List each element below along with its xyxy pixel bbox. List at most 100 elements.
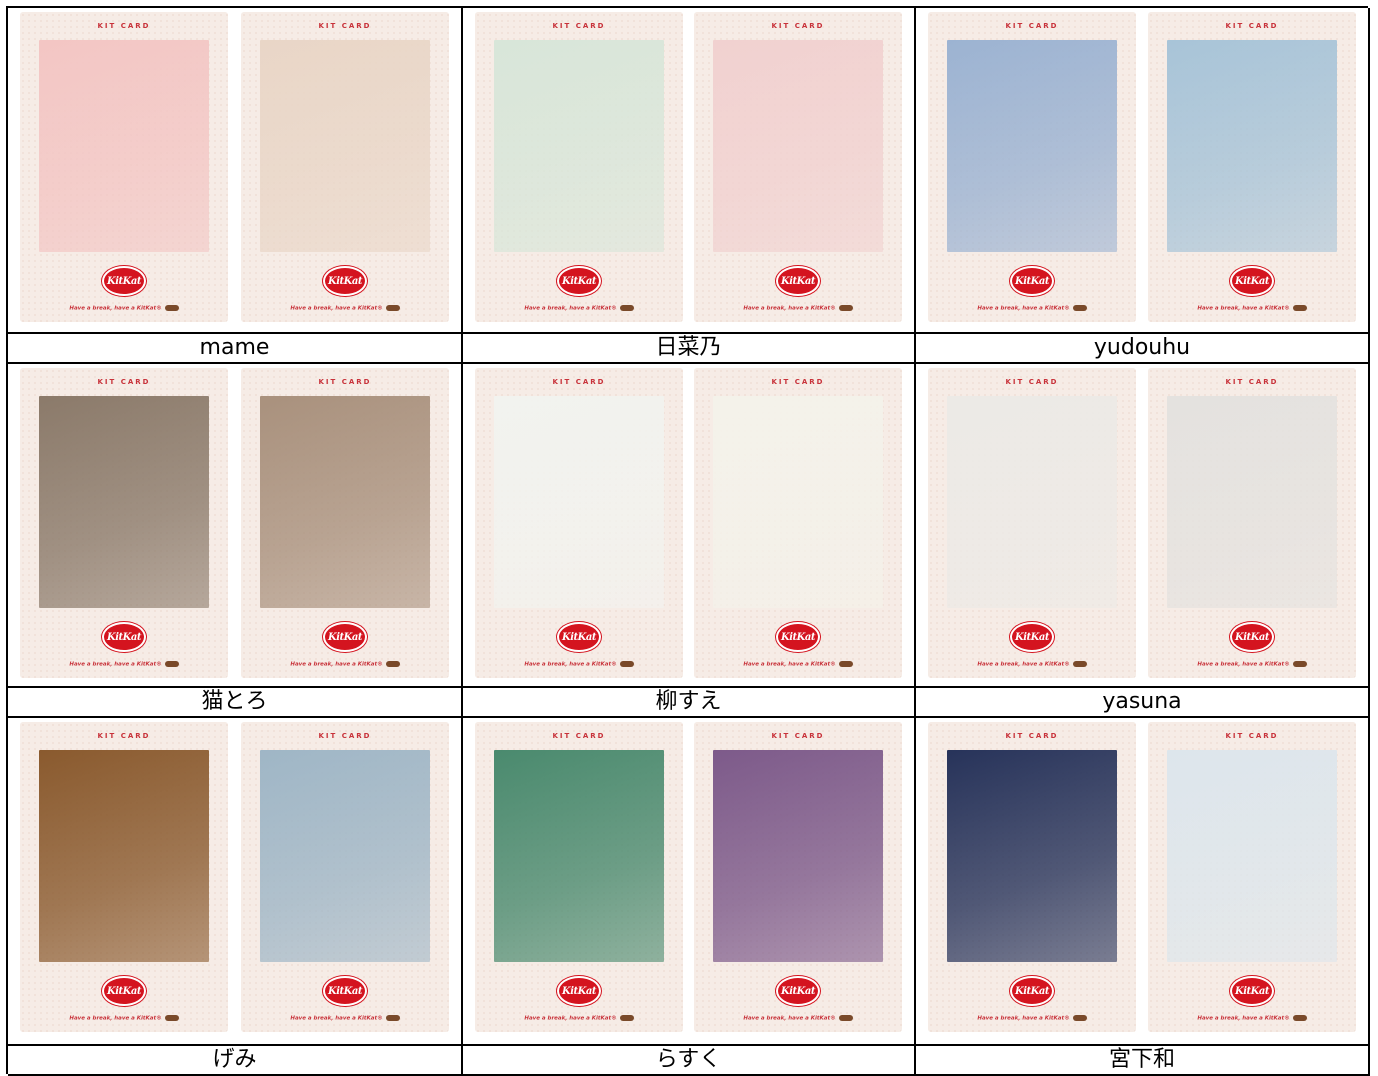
card-illustration [947,750,1117,962]
artist-name: 宮下和 [1108,1047,1175,1072]
kit-card-header: KIT CARD [552,22,606,30]
kitkat-logo-icon: KitKat [776,976,820,1006]
card-tagline: Have a break, have a KitKat® [1148,305,1356,312]
artist-name: mame [199,335,270,360]
card-illustration [713,396,883,608]
chocolate-icon [619,661,634,667]
kit-card-header: KIT CARD [771,378,825,386]
kitkat-logo-icon: KitKat [1230,266,1274,296]
card-illustration [713,40,883,252]
card-tagline: Have a break, have a KitKat® [241,1015,449,1022]
card-tagline: Have a break, have a KitKat® [928,1015,1136,1022]
kitkat-logo-icon: KitKat [323,266,367,296]
kitkat-logo-icon: KitKat [102,976,146,1006]
kit-card-header: KIT CARD [771,732,825,740]
card-tagline: Have a break, have a KitKat® [1148,661,1356,668]
kit-card: KIT CARD KitKat Have a break, have a Kit… [928,722,1136,1032]
kit-card: KIT CARD KitKat Have a break, have a Kit… [928,368,1136,678]
kitkat-logo-icon: KitKat [323,622,367,652]
kit-card-header: KIT CARD [97,22,151,30]
artist-name: yasuna [1102,689,1182,714]
kitkat-logo-icon: KitKat [1230,976,1274,1006]
card-tagline: Have a break, have a KitKat® [20,305,228,312]
chocolate-icon [1292,305,1307,311]
chocolate-icon [1292,661,1307,667]
chocolate-icon [385,305,400,311]
kit-card-header: KIT CARD [318,378,372,386]
chocolate-icon [1292,1015,1307,1021]
artist-cards-hinano: KIT CARD KitKat Have a break, have a Kit… [463,8,916,334]
kit-card-header: KIT CARD [1225,22,1279,30]
kit-card-header: KIT CARD [97,378,151,386]
artist-name: げみ [212,1047,257,1072]
card-tagline: Have a break, have a KitKat® [928,661,1136,668]
kit-card: KIT CARD KitKat Have a break, have a Kit… [20,722,228,1032]
artist-name-cell: 日菜乃 [463,334,916,364]
artist-name: yudouhu [1093,335,1191,360]
artist-name: 日菜乃 [655,335,722,360]
kitkat-logo-icon: KitKat [557,266,601,296]
kit-card: KIT CARD KitKat Have a break, have a Kit… [928,12,1136,322]
kit-card-header: KIT CARD [1005,732,1059,740]
chocolate-icon [385,1015,400,1021]
kit-card: KIT CARD KitKat Have a break, have a Kit… [1148,368,1356,678]
kitkat-logo-icon: KitKat [1010,976,1054,1006]
card-tagline: Have a break, have a KitKat® [475,1015,683,1022]
kitkat-logo-icon: KitKat [102,622,146,652]
kit-card-header: KIT CARD [318,22,372,30]
card-illustration [1167,750,1337,962]
card-tagline: Have a break, have a KitKat® [1148,1015,1356,1022]
card-tagline: Have a break, have a KitKat® [694,305,902,312]
kit-card-header: KIT CARD [1005,378,1059,386]
artist-name: 猫とろ [201,689,268,714]
chocolate-icon [838,661,853,667]
artist-cards-nekotoro: KIT CARD KitKat Have a break, have a Kit… [8,364,463,688]
card-illustration [39,750,209,962]
chocolate-icon [1072,305,1087,311]
kitkat-logo-icon: KitKat [1010,266,1054,296]
artist-cards-rasuku: KIT CARD KitKat Have a break, have a Kit… [463,718,916,1046]
kit-card: KIT CARD KitKat Have a break, have a Kit… [694,722,902,1032]
card-tagline: Have a break, have a KitKat® [475,661,683,668]
card-tagline: Have a break, have a KitKat® [928,305,1136,312]
chocolate-icon [164,1015,179,1021]
card-illustration [494,750,664,962]
kit-card-header: KIT CARD [1225,378,1279,386]
chocolate-icon [1072,661,1087,667]
card-tagline: Have a break, have a KitKat® [694,661,902,668]
artist-cards-yanagisue: KIT CARD KitKat Have a break, have a Kit… [463,364,916,688]
kit-card: KIT CARD KitKat Have a break, have a Kit… [694,368,902,678]
card-tagline: Have a break, have a KitKat® [20,1015,228,1022]
artist-cards-gemi: KIT CARD KitKat Have a break, have a Kit… [8,718,463,1046]
kit-card: KIT CARD KitKat Have a break, have a Kit… [475,368,683,678]
artist-cards-yudouhu: KIT CARD KitKat Have a break, have a Kit… [916,8,1370,334]
chocolate-icon [838,305,853,311]
artist-name-cell: 猫とろ [8,688,463,718]
kit-card-header: KIT CARD [1005,22,1059,30]
artist-name-cell: らすく [463,1046,916,1076]
kit-card: KIT CARD KitKat Have a break, have a Kit… [475,12,683,322]
card-illustration [494,40,664,252]
artist-name: 柳すえ [655,689,722,714]
chocolate-icon [619,305,634,311]
kit-card: KIT CARD KitKat Have a break, have a Kit… [241,12,449,322]
chocolate-icon [1072,1015,1087,1021]
kitkat-logo-icon: KitKat [557,976,601,1006]
kitkat-logo-icon: KitKat [776,622,820,652]
chocolate-icon [619,1015,634,1021]
kit-card-header: KIT CARD [552,378,606,386]
kit-card: KIT CARD KitKat Have a break, have a Kit… [475,722,683,1032]
kit-card-header: KIT CARD [771,22,825,30]
kitkat-logo-icon: KitKat [557,622,601,652]
artist-name-cell: yasuna [916,688,1370,718]
chocolate-icon [164,305,179,311]
card-illustration [947,396,1117,608]
kit-card: KIT CARD KitKat Have a break, have a Kit… [241,368,449,678]
card-tagline: Have a break, have a KitKat® [241,305,449,312]
kit-card: KIT CARD KitKat Have a break, have a Kit… [20,12,228,322]
card-illustration [39,40,209,252]
kit-card: KIT CARD KitKat Have a break, have a Kit… [20,368,228,678]
artist-name: らすく [655,1047,722,1072]
kit-card-header: KIT CARD [552,732,606,740]
chocolate-icon [164,661,179,667]
